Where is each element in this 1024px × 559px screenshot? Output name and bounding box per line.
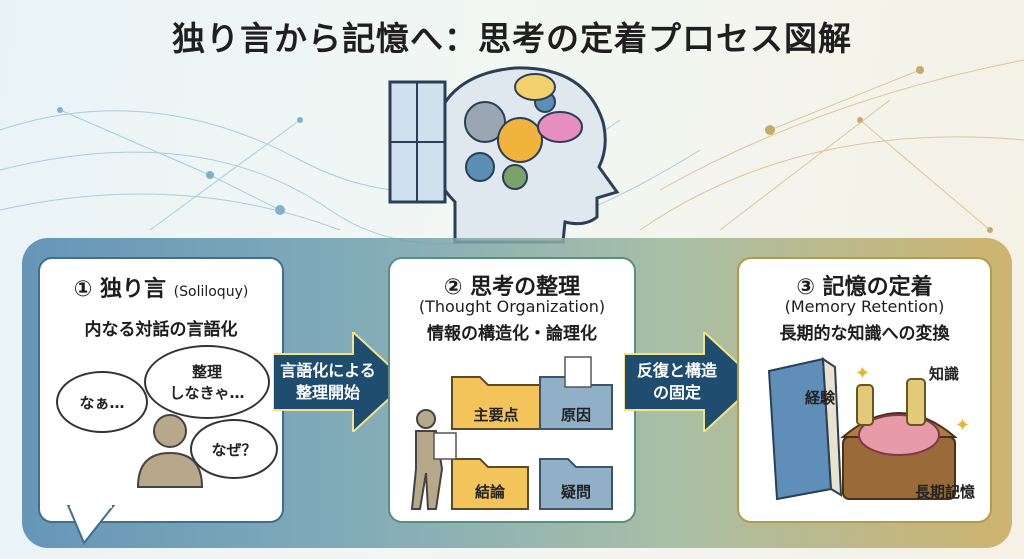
folder-gimon: 疑問 bbox=[560, 483, 591, 501]
svg-text:✦: ✦ bbox=[855, 363, 870, 384]
head-with-gears-icon bbox=[388, 66, 620, 244]
person-icon bbox=[136, 414, 204, 488]
folder-shuyouten: 主要点 bbox=[473, 406, 519, 424]
step2-title-en: (Thought Organization) bbox=[418, 297, 606, 316]
folders-illustration bbox=[410, 356, 613, 510]
step2-panel: ② 思考の整理 (Thought Organization) 情報の構造化・論理… bbox=[388, 257, 636, 523]
step3-subtitle: 長期的な知識への変換 bbox=[779, 324, 950, 344]
step3-title-en: (Memory Retention) bbox=[784, 297, 945, 316]
step3-panel: ③ 記憶の定着 (Memory Retention) 長期的な知識への変換 ✦ … bbox=[737, 257, 992, 523]
bubble-naze: なぜ？ bbox=[190, 419, 278, 479]
step1-title-text: ① 独り言 bbox=[73, 277, 166, 302]
label-chishiki: 知識 bbox=[929, 365, 960, 383]
folder-ketsuron: 結論 bbox=[474, 483, 505, 501]
label-keiken: 経験 bbox=[805, 389, 836, 407]
bubble-naa: なぁ… bbox=[56, 371, 148, 433]
book-and-chest-illustration: ✦ ✦ bbox=[767, 357, 970, 501]
step2-title: ② 思考の整理 bbox=[443, 275, 581, 300]
label-chouki-kioku: 長期記憶 bbox=[915, 483, 976, 501]
step1-subtitle: 内なる対話の言語化 bbox=[84, 320, 238, 340]
step3-title: ③ 記憶の定着 bbox=[796, 275, 933, 300]
step1-panel: ① 独り言 (Soliloquy) 内なる対話の言語化 なぁ… 整理 しなきゃ…… bbox=[38, 257, 284, 523]
speech-tail-icon bbox=[66, 505, 116, 545]
folder-genin: 原因 bbox=[560, 406, 591, 424]
svg-text:✦: ✦ bbox=[955, 415, 970, 436]
arrow1-icon bbox=[273, 332, 409, 432]
arrow2-label: 反復と構造 の固定 bbox=[636, 361, 717, 402]
step1-title: ① 独り言 (Soliloquy) bbox=[40, 271, 282, 303]
arrow1-label: 言語化による 整理開始 bbox=[280, 361, 376, 402]
step1-title-en: (Soliloquy) bbox=[173, 284, 249, 300]
step2-subtitle: 情報の構造化・論理化 bbox=[427, 324, 597, 344]
arrow2-icon bbox=[624, 332, 760, 432]
page-title: 独り言から記憶へ：思考の定着プロセス図解 bbox=[172, 19, 852, 58]
bubble-seiri: 整理 しなきゃ… bbox=[144, 345, 270, 419]
